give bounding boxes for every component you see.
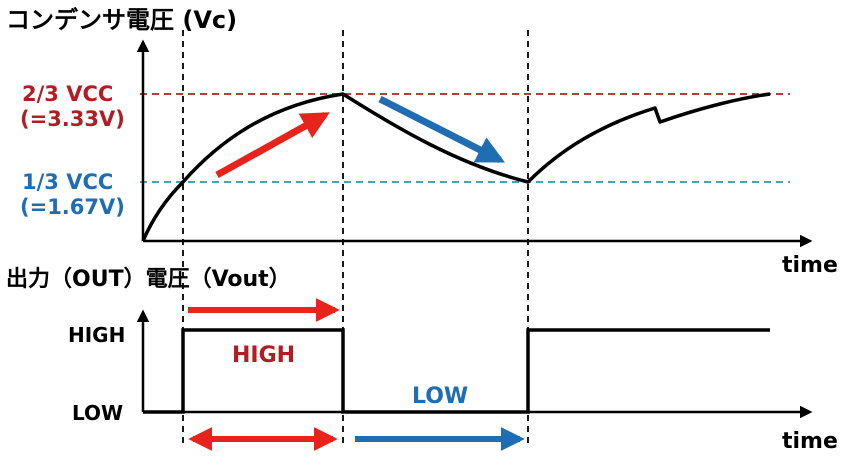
bottom-time-label: time [782, 429, 838, 454]
high-segment-label: HIGH [232, 343, 295, 368]
capacitor-voltage-title: コンデンサ電圧 (Vc) [6, 6, 237, 34]
lower-threshold-label: 1/3 VCC [22, 170, 113, 194]
top-time-label: time [782, 253, 838, 278]
output-voltage-title: 出力（OUT）電圧（Vout） [6, 267, 291, 292]
upper-threshold-value: (=3.33V) [20, 107, 125, 131]
low-segment-label: LOW [412, 384, 468, 409]
high-axis-label: HIGH [68, 323, 125, 347]
upper-threshold-label: 2/3 VCC [22, 82, 113, 106]
discharging-arrow [378, 95, 505, 164]
charging-arrow [215, 111, 330, 179]
output-square-wave [143, 328, 770, 414]
capacitor-voltage-curve [141, 92, 771, 242]
low-axis-label: LOW [72, 401, 123, 425]
lower-threshold-value: (=1.67V) [20, 195, 125, 219]
